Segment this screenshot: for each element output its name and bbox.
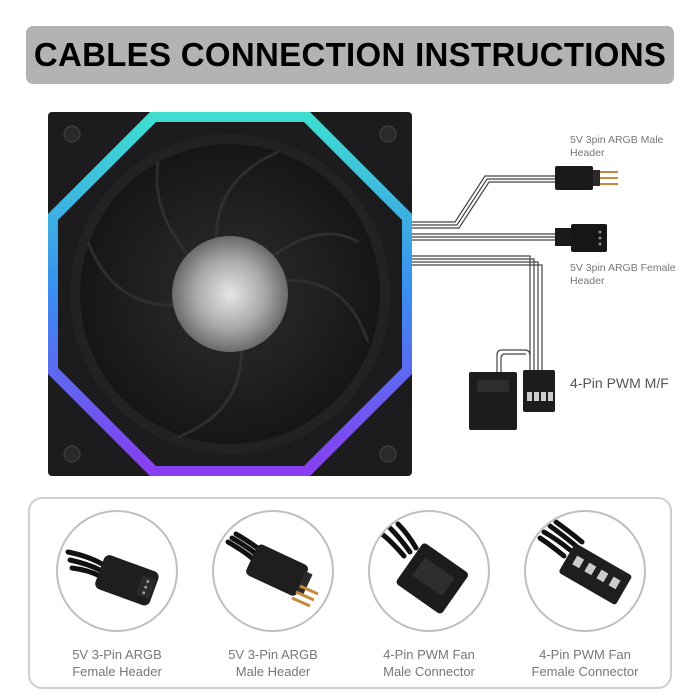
page-title: CABLES CONNECTION INSTRUCTIONS [33,36,667,73]
argb-male-header-icon [212,510,334,632]
argb-female-header-icon [56,510,178,632]
argb-male-connector-icon [555,166,618,190]
connector-legend-box [28,497,672,689]
pwm-male-connector-icon [368,510,490,632]
pwm-male-connector-icon [469,372,517,430]
fan-icon [48,112,412,476]
pwm-mf-label: 4-Pin PWM M/F [570,375,669,391]
fan-image [48,112,412,476]
title-banner: CABLES CONNECTION INSTRUCTIONS [26,26,674,84]
argb-female-header-label: 5V 3pin ARGB Female Header [570,262,676,287]
argb-female-connector-icon [555,224,607,252]
pwm-female-connector-icon [524,510,646,632]
pwm-female-connector-icon [523,370,555,412]
argb-male-header-label: 5V 3pin ARGB Male Header [570,134,664,159]
